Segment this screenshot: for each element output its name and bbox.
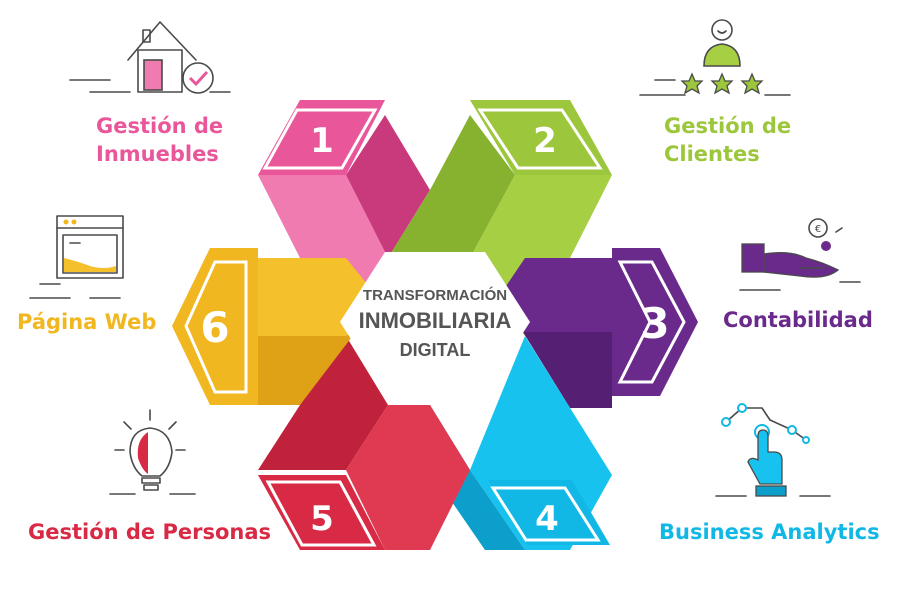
center-hexagon bbox=[340, 252, 530, 392]
label-line: Clientes bbox=[664, 142, 760, 166]
cube-3-lower-face bbox=[500, 295, 612, 408]
cube-6-end-face bbox=[172, 248, 258, 405]
label-gestion-personas: Gestión de Personas bbox=[28, 520, 272, 544]
cube-1-side-face bbox=[346, 115, 430, 258]
cube-6-lower-face bbox=[258, 300, 380, 405]
label-contabilidad: Contabilidad bbox=[723, 308, 873, 332]
label-line: Gestión de bbox=[664, 114, 792, 138]
cube-5-bottom-face bbox=[258, 475, 385, 550]
cube-1-number: 1 bbox=[310, 121, 334, 161]
lightbulb-icon bbox=[109, 409, 196, 495]
cube-5 bbox=[258, 336, 470, 550]
cube-4-bottom-frame bbox=[490, 486, 601, 542]
cube-2-top-face bbox=[470, 100, 612, 175]
cube-6-number: 6 bbox=[200, 303, 229, 352]
cube-3-end-face bbox=[612, 248, 698, 396]
cube-2-top-frame bbox=[477, 108, 603, 170]
svg-text:€: € bbox=[815, 224, 821, 235]
cube-3-end-frame bbox=[617, 260, 686, 384]
label-business-analytics: Business Analytics bbox=[659, 520, 880, 544]
cube-1-top-face bbox=[258, 100, 385, 175]
cube-5-bottom-frame bbox=[265, 480, 377, 547]
cube-3 bbox=[500, 248, 698, 408]
house-check-icon bbox=[69, 21, 231, 94]
cube-1-top-frame bbox=[262, 108, 378, 170]
label-pagina-web: Página Web bbox=[17, 310, 157, 334]
client-rating-icon bbox=[639, 19, 791, 96]
cube-6-end-frame bbox=[184, 260, 248, 394]
label-gestion-inmuebles: Gestión de Inmuebles bbox=[96, 112, 223, 168]
center-title-line-3: DIGITAL bbox=[399, 340, 471, 360]
cube-5-side-face bbox=[346, 405, 470, 550]
cube-5-number: 5 bbox=[310, 499, 334, 539]
center-title-line-1: TRANSFORMACIÓN bbox=[362, 287, 508, 304]
browser-window-icon bbox=[29, 215, 124, 299]
touch-network-icon bbox=[715, 403, 831, 497]
cube-3-top-face bbox=[500, 258, 612, 332]
hand-coins-icon: € bbox=[739, 218, 861, 291]
label-gestion-clientes: Gestión de Clientes bbox=[664, 112, 791, 168]
cube-2-number: 2 bbox=[533, 121, 557, 161]
cube-4-number: 4 bbox=[535, 499, 559, 539]
cube-2 bbox=[388, 100, 612, 336]
label-line: Inmuebles bbox=[96, 142, 219, 166]
cube-2-side-face bbox=[388, 115, 515, 258]
center-title-line-2: INMOBILIARIA bbox=[358, 308, 512, 333]
label-line: Gestión de bbox=[96, 114, 224, 138]
cube-3-number: 3 bbox=[640, 299, 669, 348]
cube-5-front-face bbox=[258, 336, 388, 470]
